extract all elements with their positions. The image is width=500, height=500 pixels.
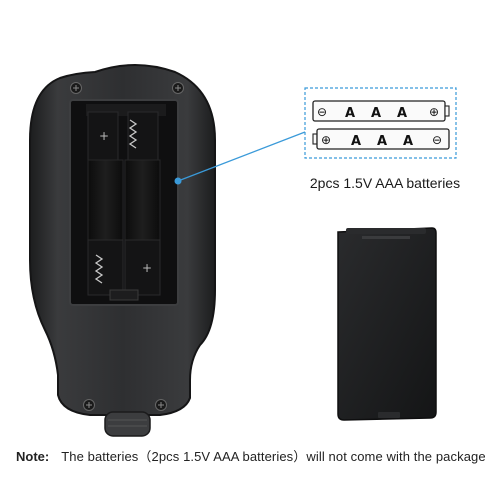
battery-letter: A [403, 134, 413, 149]
minus-terminal-icon: ⊖ [432, 133, 442, 147]
thickness-gauge-device: + + [29, 64, 216, 437]
battery-compartment: + + [69, 99, 179, 306]
battery-caption: 2pcs 1.5V AAA batteries [309, 175, 461, 191]
screw-icon [172, 82, 184, 94]
battery-letter: A [345, 106, 355, 121]
plus-terminal-icon: ⊕ [321, 133, 331, 147]
battery-letter: A [371, 106, 381, 121]
minus-terminal-icon: ⊖ [317, 105, 327, 119]
plus-mark-lower: + [142, 261, 152, 275]
note-line: Note: The batteries（2pcs 1.5V AAA batteri… [16, 446, 496, 465]
aaa-battery-bottom: ⊕ A A A ⊖ [312, 128, 450, 150]
screw-icon [155, 399, 167, 411]
plus-mark-upper: + [99, 129, 109, 143]
battery-letter: A [377, 134, 387, 149]
callout-connector [174, 87, 457, 185]
spring-contact [94, 254, 104, 284]
spring-contact [128, 119, 138, 149]
note-label: Note: [16, 449, 50, 464]
screw-icon [83, 399, 95, 411]
plus-terminal-icon: ⊕ [429, 105, 439, 119]
screw-icon [70, 82, 82, 94]
aaa-battery-top: ⊖ A A A ⊕ [312, 100, 450, 122]
battery-callout-box [304, 87, 457, 159]
battery-letter: A [351, 134, 361, 149]
battery-cover [337, 227, 437, 421]
battery-letter: A [397, 106, 407, 121]
note-text: The batteries（2pcs 1.5V AAA batteries）wi… [61, 449, 486, 464]
probe-tip [104, 411, 151, 437]
